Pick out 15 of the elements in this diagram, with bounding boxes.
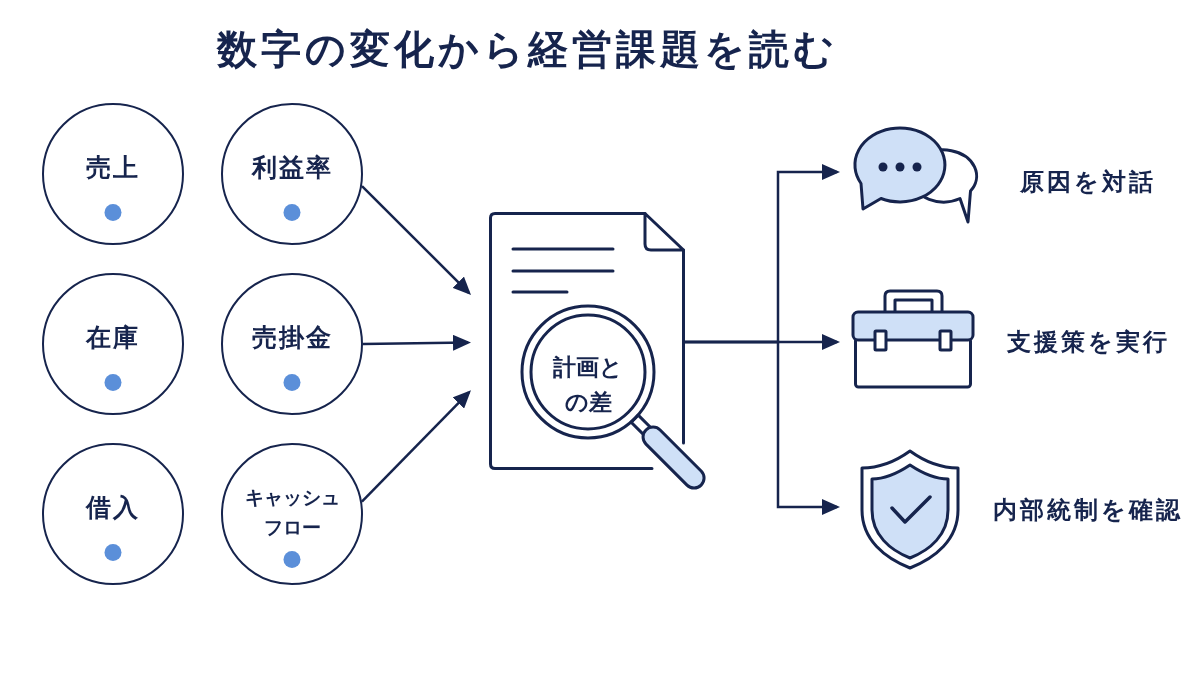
node-label: 原因を対話 (1019, 167, 1157, 198)
arrow (363, 334, 471, 351)
arrow (685, 340, 840, 515)
node-label: キャッシュフロー (243, 484, 341, 540)
node-label: 利益率 (251, 151, 333, 184)
title: 数字の変化から経営課題を読む (215, 25, 839, 74)
node-label: 借入 (86, 491, 140, 524)
node-label: 在庫 (86, 321, 140, 354)
node-label: 売上 (86, 151, 140, 184)
arrow (361, 185, 471, 295)
node-label: 売掛金 (251, 321, 333, 354)
arrow (361, 390, 471, 503)
node-label: 支援策を実行 (1005, 327, 1171, 358)
lens-label: 計画との差 (552, 353, 624, 417)
node-label: 内部統制を確認 (992, 495, 1184, 526)
